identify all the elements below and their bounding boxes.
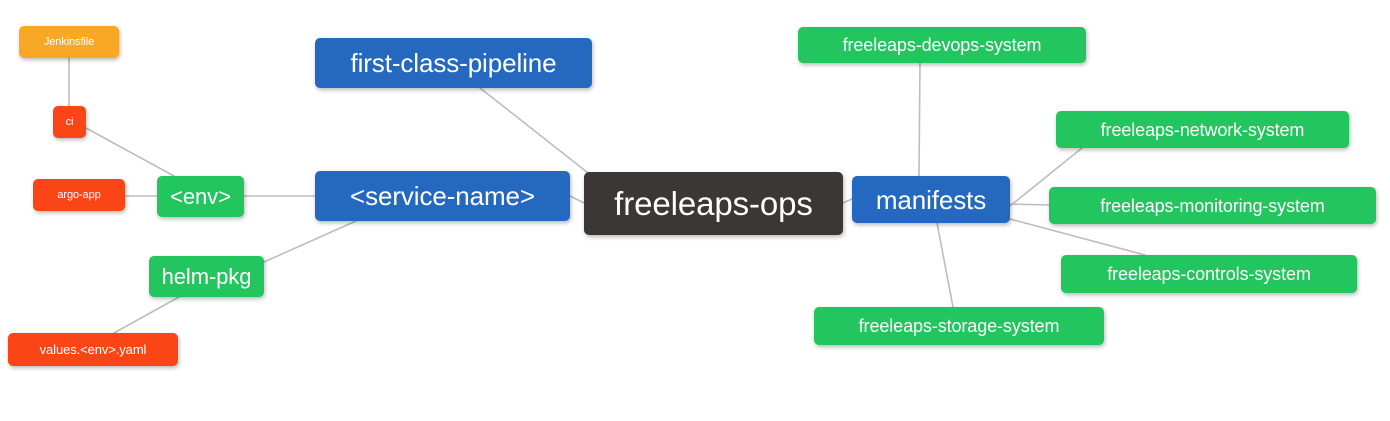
edge-manifests-to-freeleaps-storage-system <box>936 222 954 308</box>
edge-service-name-to-helm-pkg <box>263 220 357 263</box>
node-freeleaps-devops-system[interactable]: freeleaps-devops-system <box>798 27 1086 63</box>
node-label-freeleaps-devops-system: freeleaps-devops-system <box>842 35 1042 55</box>
edge-env-to-ci <box>85 127 175 177</box>
node-label-jenkinsfile: Jenkinsfile <box>43 35 95 48</box>
node-freeleaps-monitoring-system[interactable]: freeleaps-monitoring-system <box>1049 187 1376 224</box>
node-helm-pkg[interactable]: helm-pkg <box>149 256 264 297</box>
node-argo-app[interactable]: argo-app <box>33 179 125 211</box>
node-values-env-yaml[interactable]: values.<env>.yaml <box>8 333 178 366</box>
node-label-helm-pkg: helm-pkg <box>161 263 252 289</box>
node-freeleaps-ops[interactable]: freeleaps-ops <box>584 172 843 235</box>
node-label-first-class-pipeline: first-class-pipeline <box>350 48 557 78</box>
node-service-name[interactable]: <service-name> <box>315 171 570 221</box>
node-label-manifests: manifests <box>875 184 987 215</box>
node-freeleaps-controls-system[interactable]: freeleaps-controls-system <box>1061 255 1357 293</box>
node-env[interactable]: <env> <box>157 176 244 217</box>
node-label-service-name: <service-name> <box>349 181 536 211</box>
edge-freeleaps-ops-to-service-name <box>569 195 585 204</box>
node-first-class-pipeline[interactable]: first-class-pipeline <box>315 38 592 88</box>
edge-manifests-to-freeleaps-controls-system <box>1009 218 1146 256</box>
node-label-freeleaps-monitoring-system: freeleaps-monitoring-system <box>1100 195 1325 216</box>
node-manifests[interactable]: manifests <box>852 176 1010 223</box>
node-label-freeleaps-ops: freeleaps-ops <box>614 185 813 222</box>
node-freeleaps-storage-system[interactable]: freeleaps-storage-system <box>814 307 1104 345</box>
node-label-values-env-yaml: values.<env>.yaml <box>39 342 147 357</box>
edge-manifests-to-freeleaps-monitoring-system <box>1009 203 1050 206</box>
node-label-freeleaps-storage-system: freeleaps-storage-system <box>858 316 1060 336</box>
edge-helm-pkg-to-values-env-yaml <box>113 296 180 334</box>
node-label-freeleaps-network-system: freeleaps-network-system <box>1100 119 1305 140</box>
node-label-freeleaps-controls-system: freeleaps-controls-system <box>1107 264 1311 284</box>
edge-manifests-to-freeleaps-devops-system <box>918 62 921 177</box>
node-jenkinsfile[interactable]: Jenkinsfile <box>19 26 119 58</box>
edge-freeleaps-ops-to-first-class-pipeline <box>479 87 593 177</box>
edge-freeleaps-ops-to-manifests <box>842 198 853 204</box>
node-freeleaps-network-system[interactable]: freeleaps-network-system <box>1056 111 1349 148</box>
node-label-argo-app: argo-app <box>57 188 101 201</box>
node-ci[interactable]: ci <box>53 106 86 138</box>
node-label-env: <env> <box>170 183 231 209</box>
node-label-ci: ci <box>65 115 74 128</box>
